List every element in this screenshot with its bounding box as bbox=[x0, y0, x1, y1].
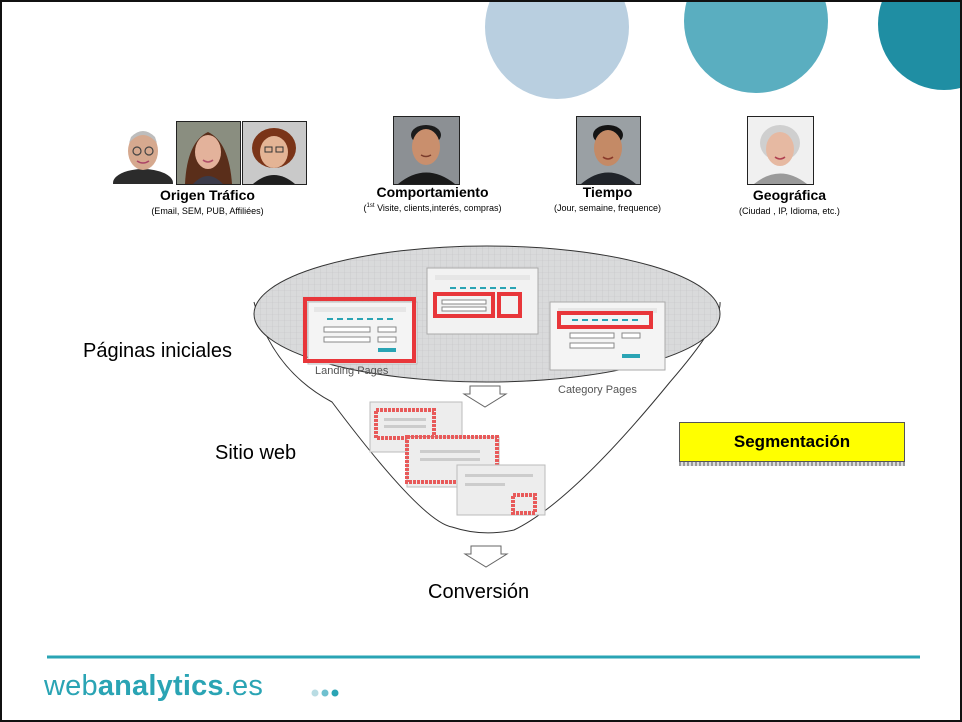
conversion-label: Conversión bbox=[428, 581, 530, 603]
page-mockup bbox=[426, 267, 539, 335]
segment-subtitle-geografica: (Ciudad , IP, Idioma, etc.) bbox=[739, 206, 840, 216]
brand-dots-icon bbox=[311, 689, 339, 697]
person-photo bbox=[242, 121, 307, 185]
segmentation-badge: Segmentación bbox=[679, 422, 905, 462]
category-page-mockup bbox=[549, 301, 666, 371]
segment-title-tiempo: Tiempo bbox=[582, 184, 633, 200]
stage-landing-label: Páginas iniciales bbox=[83, 340, 232, 362]
segment-subtitle-text: Visite, clients,interés, compras) bbox=[377, 203, 502, 213]
segment-subtitle-origen: (Email, SEM, PUB, Affiliées) bbox=[151, 206, 264, 216]
funnel-outline bbox=[253, 301, 721, 534]
brand-light: web bbox=[44, 670, 98, 702]
landing-pages-label: Landing Pages bbox=[315, 365, 389, 377]
brand-suffix: .es bbox=[223, 670, 264, 702]
arrow-down-icon bbox=[463, 545, 509, 568]
decor-circle-light bbox=[485, 2, 629, 99]
landing-page-mockup bbox=[303, 297, 418, 365]
segment-subtitle-comportamiento: (1st Visite, clients,interés, compras) bbox=[363, 203, 502, 213]
site-page-mockup bbox=[369, 401, 463, 453]
stage-site-label: Sitio web bbox=[215, 442, 297, 464]
site-page-mockup bbox=[456, 464, 546, 516]
segment-subtitle-sup: 1st bbox=[366, 203, 375, 209]
segment-subtitle-tiempo: (Jour, semaine, frequence) bbox=[553, 203, 662, 213]
category-pages-label: Category Pages bbox=[558, 384, 637, 396]
person-photo bbox=[110, 124, 175, 185]
badge-underline bbox=[679, 462, 905, 466]
site-page-mockup bbox=[405, 435, 500, 488]
segment-title-origen: Origen Tráfico bbox=[160, 187, 255, 203]
segment-title-comportamiento: Comportamiento bbox=[376, 184, 489, 200]
decor-circle-dark bbox=[878, 2, 960, 90]
brand-logo: webanalytics.es bbox=[44, 670, 263, 703]
person-photo bbox=[576, 116, 641, 185]
person-photo bbox=[747, 116, 814, 185]
brand-bold: analytics bbox=[97, 670, 224, 702]
arrow-down-icon bbox=[462, 385, 508, 408]
person-photo bbox=[176, 121, 241, 185]
person-photo bbox=[393, 116, 460, 185]
decor-circle-mid bbox=[684, 2, 828, 93]
segment-title-geografica: Geográfica bbox=[752, 187, 827, 203]
